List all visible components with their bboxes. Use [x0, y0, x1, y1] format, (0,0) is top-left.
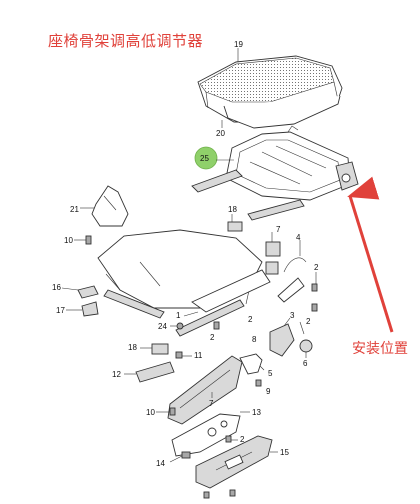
bolt-part [85, 235, 92, 245]
trim-cap-part-upper [265, 241, 281, 275]
callout-8: 8 [252, 335, 257, 344]
callout-2-c: 2 [248, 315, 253, 324]
cushion-base-part [223, 95, 341, 129]
screw-part-middle [213, 321, 220, 330]
callout-18-lower: 18 [128, 343, 137, 352]
side-bracket-part [91, 185, 129, 227]
callout-10-lower: 10 [146, 408, 155, 417]
callout-12: 12 [112, 370, 121, 379]
callout-7-upper: 7 [276, 225, 281, 234]
mounting-bracket-part [171, 413, 241, 457]
side-trim-panel-part [167, 355, 243, 425]
callout-2-e: 2 [240, 435, 245, 444]
seat-rail-part [103, 269, 271, 337]
bolt-part-lower [169, 407, 176, 416]
trim-strip-part [135, 361, 175, 383]
callout-7-lower: 7 [209, 399, 214, 408]
callout-17: 17 [56, 306, 65, 315]
callout-2-b: 2 [210, 333, 215, 342]
callout-14: 14 [156, 459, 165, 468]
lever-part [277, 277, 305, 303]
lever-handle-part [239, 353, 263, 375]
fastener-part [176, 322, 184, 330]
screw-part-lower [225, 435, 232, 443]
outer-trim-cover-part [195, 435, 273, 489]
callout-2-a: 2 [314, 263, 319, 272]
cover-clip-part [181, 451, 191, 459]
callout-6: 6 [303, 359, 308, 368]
callout-4: 4 [296, 233, 301, 242]
diagram-title: 座椅骨架调高低调节器 [48, 32, 204, 50]
callout-11: 11 [194, 351, 203, 360]
screw-part-right [311, 283, 318, 312]
seat-frame-height-adjuster-part [191, 125, 359, 221]
clip-part-lower [151, 343, 169, 355]
callout-1: 1 [176, 311, 181, 320]
highlight-marker [194, 146, 218, 170]
callout-3: 3 [290, 311, 295, 320]
callout-24: 24 [158, 322, 167, 331]
callout-5: 5 [268, 369, 273, 378]
callout-19: 19 [234, 40, 243, 49]
callout-13: 13 [252, 408, 261, 417]
washer-part [299, 339, 313, 353]
cap-part [81, 301, 99, 317]
clip-part-upper [227, 221, 243, 232]
bottom-screws-part [203, 489, 236, 499]
pin-part [255, 379, 262, 387]
cable-part [283, 257, 307, 273]
callout-16: 16 [52, 283, 61, 292]
callout-18-upper: 18 [228, 205, 237, 214]
callout-25: 25 [200, 154, 209, 163]
callout-9: 9 [266, 387, 271, 396]
handle-part [77, 285, 99, 299]
callout-15: 15 [280, 448, 289, 457]
install-position-label: 安装位置 [352, 341, 408, 357]
callout-2-d: 2 [306, 317, 311, 326]
callout-10-upper: 10 [64, 236, 73, 245]
adjuster-knob-part [269, 323, 295, 357]
spacer-part [175, 351, 183, 359]
callout-20: 20 [216, 129, 225, 138]
install-position-arrow [347, 176, 394, 333]
callout-21: 21 [70, 205, 79, 214]
